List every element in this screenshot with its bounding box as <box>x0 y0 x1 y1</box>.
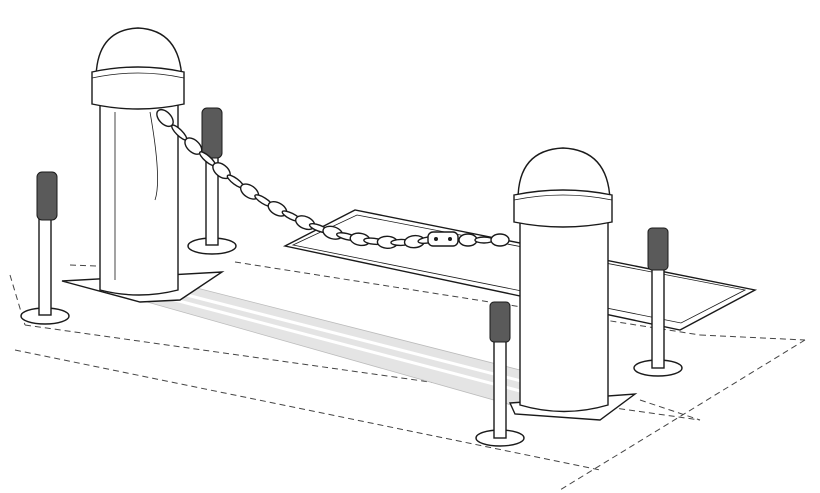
photocell-post-back-left <box>187 107 237 255</box>
right-chain-post <box>513 147 613 413</box>
floor-cable-channel <box>138 284 529 409</box>
photocell-post-back-right <box>633 227 683 377</box>
chain <box>156 108 510 249</box>
photocell-post-front-left <box>20 171 70 325</box>
chain-link <box>490 233 510 247</box>
photocell-post-front-right <box>475 301 525 447</box>
chain-tension-plate <box>427 231 459 247</box>
left-chain-post <box>91 27 185 296</box>
